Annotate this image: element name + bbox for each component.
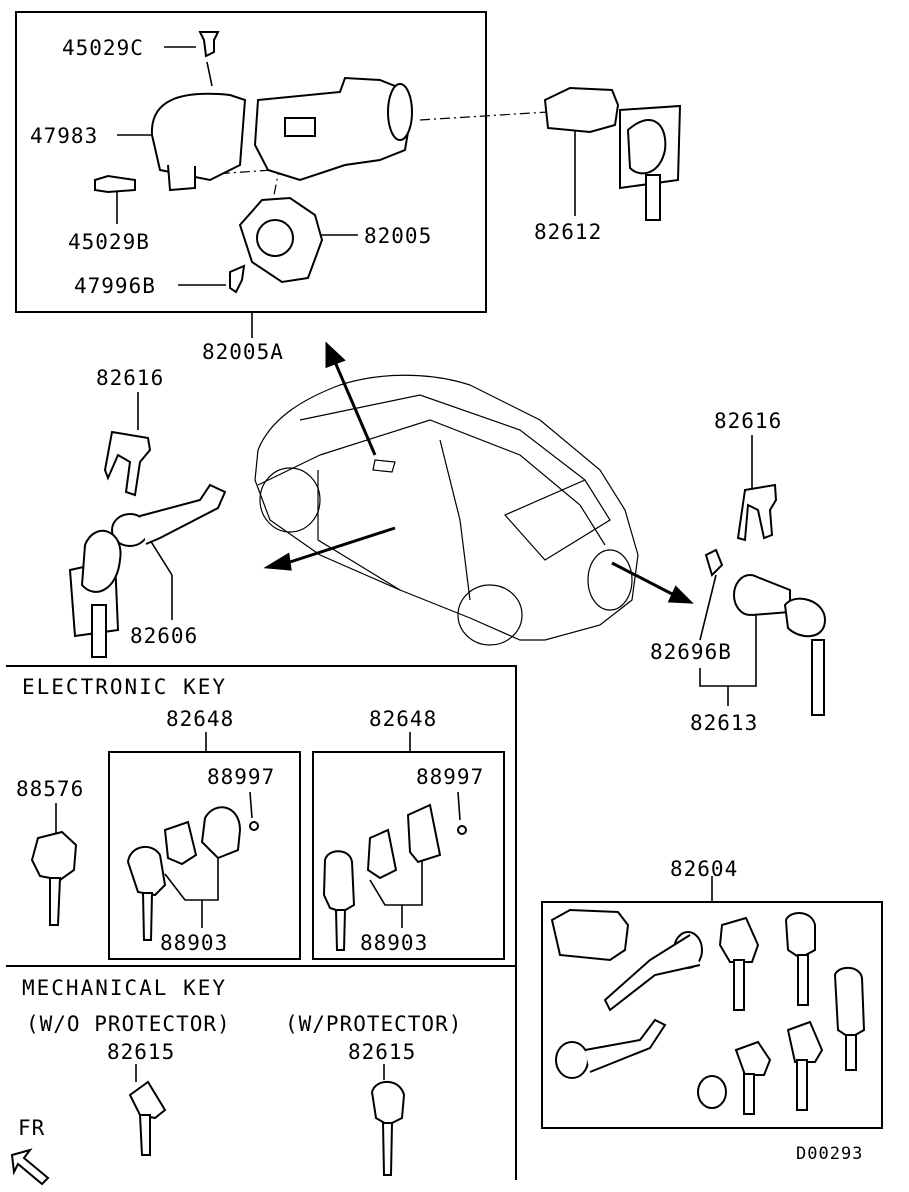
label-88997-a: 88997 [207,765,275,789]
keypad-88903-a [163,820,198,866]
assembly-82005a-box [15,11,487,313]
key-82615-a-blade [138,1114,151,1156]
steering-lock-cover [150,92,247,182]
keyset-box-b [312,751,505,960]
label-82696b: 82696B [650,640,732,664]
key-88903-b-head [322,850,356,914]
key-82615-b-blade [381,1122,394,1176]
label-82615-b: 82615 [348,1040,416,1064]
label-82616-left: 82616 [96,366,164,390]
screw-88997-b [457,825,467,835]
label-88903-a: 88903 [160,931,228,955]
screw-45029b [94,174,136,194]
kit-rod-a [603,934,701,1012]
cylinder-face [387,83,413,141]
front-direction-marker [10,1148,50,1186]
key-88903-a-blade [141,892,154,941]
leader-lines [55,46,757,1082]
key-head-82606 [80,529,122,593]
label-88997-b: 88997 [416,765,484,789]
retainer-82616-left [103,430,152,497]
kit-key-1-blade [733,959,745,1011]
label-45029b: 45029B [68,230,150,254]
diagram-code: D00293 [796,1144,863,1164]
key-82615-b-head [370,1080,406,1127]
kit-key-5-head [786,1020,824,1063]
label-47996b: 47996B [74,274,156,298]
label-wo-protector: (W/O PROTECTOR) [26,1012,231,1036]
key-88576-blade [49,877,62,926]
switch-rotor [256,219,294,257]
key-head-82612 [626,119,667,175]
kit-key-4-blade [743,1073,755,1115]
kit-key-1-head [718,916,760,963]
screw-88997-a [249,821,259,831]
label-47983: 47983 [30,124,98,148]
label-82615-a: 82615 [107,1040,175,1064]
kit-key-2-blade [797,954,809,1006]
key-88903-a-head [126,846,167,897]
kit-key-5-blade [796,1059,808,1111]
housing-window [284,117,316,137]
kit-82604-parts [550,908,866,1115]
key-88576-head [30,830,78,882]
label-82612: 82612 [534,220,602,244]
label-82648-a: 82648 [166,707,234,731]
mechanical-keys [128,1080,406,1176]
vehicle-outline [254,374,639,646]
kit-cylinder-b [555,1041,589,1079]
door-lock-parts [68,430,827,716]
keyset-box-a [108,751,301,960]
retainer-82616-right [736,483,778,542]
label-w-protector: (W/PROTECTOR) [285,1012,462,1036]
cover-88903-b [406,803,442,864]
kit-cylinder-c [697,1075,727,1109]
key-blade-82613 [811,639,825,716]
label-82005: 82005 [364,224,432,248]
label-82606: 82606 [130,624,198,648]
cover-tab [167,164,196,192]
lock-cylinder-housing [253,76,412,182]
section-divider-electronic [6,665,517,1180]
label-82604: 82604 [670,857,738,881]
kit-key-2-head [784,912,816,960]
cylinder-82613-body [751,574,791,616]
electronic-keys [30,803,467,951]
key-82615-a-head [128,1080,167,1120]
label-front: FR [18,1116,45,1140]
key-blade-82606 [91,604,107,658]
label-82613: 82613 [690,711,758,735]
kit-key-3-head [833,966,866,1040]
part-labels: 45029C 47983 45029B 82005 47996B 82612 8… [16,36,863,1164]
section-electronic-key: ELECTRONIC KEY [22,675,227,699]
cover-88903-a [200,806,242,860]
clip-82696b [704,548,724,577]
kit-key-4-head [734,1040,772,1076]
label-88576: 88576 [16,777,84,801]
front-arrow-icon [10,1148,50,1186]
key-88903-b-blade [334,909,347,951]
kit-rod-b [584,1018,667,1073]
location-arrows [263,341,694,604]
cylinder-82606-rod [139,483,227,545]
label-88903-b: 88903 [360,931,428,955]
ignition-switch-assembly [94,31,682,294]
section-mechanical-key: MECHANICAL KEY [22,976,227,1000]
label-45029c: 45029C [62,36,144,60]
screw-47996b [229,264,246,294]
kit-switch [550,908,630,962]
label-82005a: 82005A [202,340,284,364]
key-head-82613 [783,597,827,638]
label-82616-right: 82616 [714,409,782,433]
screw-45029c [198,31,220,58]
key-blade-82612 [645,174,661,221]
key-reminder-switch-82612 [543,86,620,134]
label-82648-b: 82648 [369,707,437,731]
keypad-88903-b [366,828,398,880]
kit-key-3-blade [845,1034,857,1071]
